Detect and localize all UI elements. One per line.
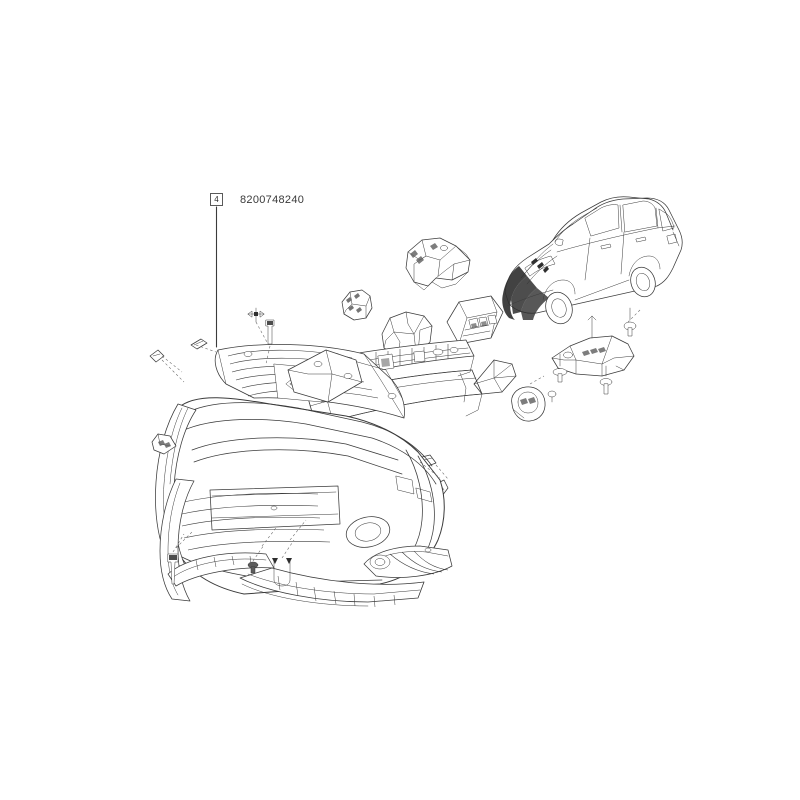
front-spoiler	[239, 567, 425, 608]
under-tray-shield	[446, 295, 504, 345]
fastener-clip-left-bottom	[552, 353, 568, 383]
fastener-clip-right-bottom	[599, 365, 613, 395]
trim-clip-left-top	[190, 338, 208, 350]
callout-marker-label: 4	[214, 194, 219, 204]
fastener-clip-right-top	[623, 307, 637, 337]
crash-box-bracket	[405, 237, 471, 291]
part-number-label: 8200748240	[240, 194, 305, 206]
grille-support-panel	[287, 349, 363, 403]
trim-clip-left-mid	[149, 349, 185, 383]
fastener-u-clip-bottom	[272, 539, 295, 587]
bumper-bracket-right	[551, 315, 635, 377]
fastener-clip-center-bottom	[247, 544, 265, 574]
wedge-bracket	[473, 359, 517, 395]
assembly-leader-lines	[161, 309, 641, 549]
tow-eye-cover	[511, 386, 557, 422]
fastener-pin-top	[247, 307, 269, 345]
fog-lamp-bezel-right	[363, 545, 453, 578]
bumper-bracket-left-small	[341, 289, 373, 321]
vehicle-illustration	[502, 196, 683, 325]
callout-marker-box[interactable]: 4	[210, 193, 223, 206]
fastener-pin-grille-right	[265, 319, 275, 365]
fastener-pin-lower-left	[167, 533, 185, 585]
bumper-lateral-left-lower	[159, 478, 195, 602]
trim-clip-left-lower	[151, 433, 177, 455]
